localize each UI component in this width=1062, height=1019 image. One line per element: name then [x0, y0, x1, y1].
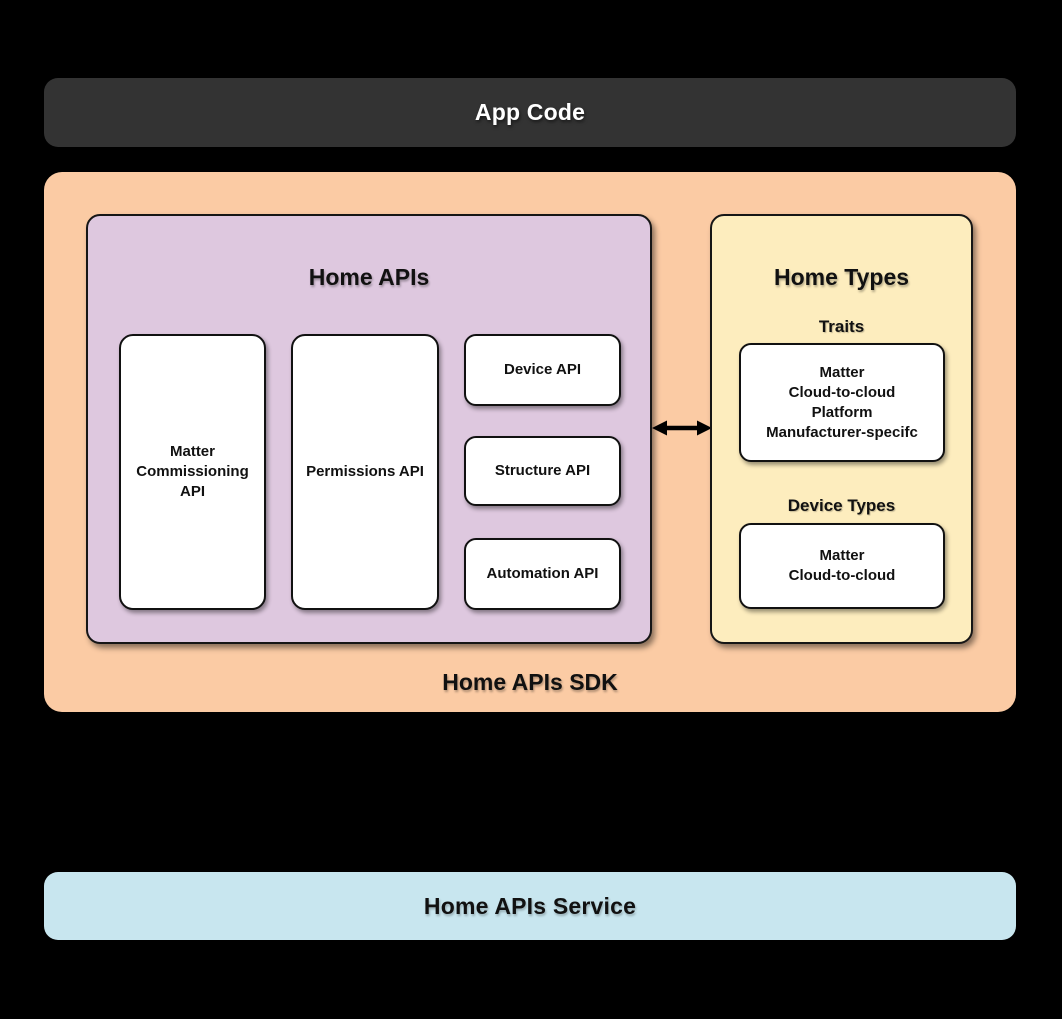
automation-api-box: Automation API [464, 538, 621, 610]
home-apis-service-bar: Home APIs Service [44, 872, 1016, 940]
bidirectional-arrow-icon [652, 420, 712, 436]
home-apis-sdk-container: Home APIs Matter Commissioning API Permi… [44, 172, 1016, 712]
traits-label: Traits [818, 317, 865, 336]
app-code-bar: App Code [44, 78, 1016, 147]
home-types-title: Home Types [773, 264, 910, 290]
home-types-panel: Home Types Traits Matter Cloud-to-cloud … [710, 214, 973, 644]
home-apis-sdk-label: Home APIs SDK [442, 669, 618, 695]
home-apis-title: Home APIs [308, 264, 430, 290]
app-code-label: App Code [474, 99, 586, 125]
traits-box: Matter Cloud-to-cloud Platform Manufactu… [739, 343, 945, 462]
home-apis-panel: Home APIs Matter Commissioning API Permi… [86, 214, 652, 644]
device-types-box: Matter Cloud-to-cloud [739, 523, 945, 609]
device-types-label: Device Types [787, 496, 896, 515]
structure-api-box: Structure API [464, 436, 621, 506]
home-apis-service-label: Home APIs Service [423, 892, 637, 919]
matter-commissioning-api-box: Matter Commissioning API [119, 334, 266, 610]
permissions-api-box: Permissions API [291, 334, 439, 610]
device-api-box: Device API [464, 334, 621, 406]
